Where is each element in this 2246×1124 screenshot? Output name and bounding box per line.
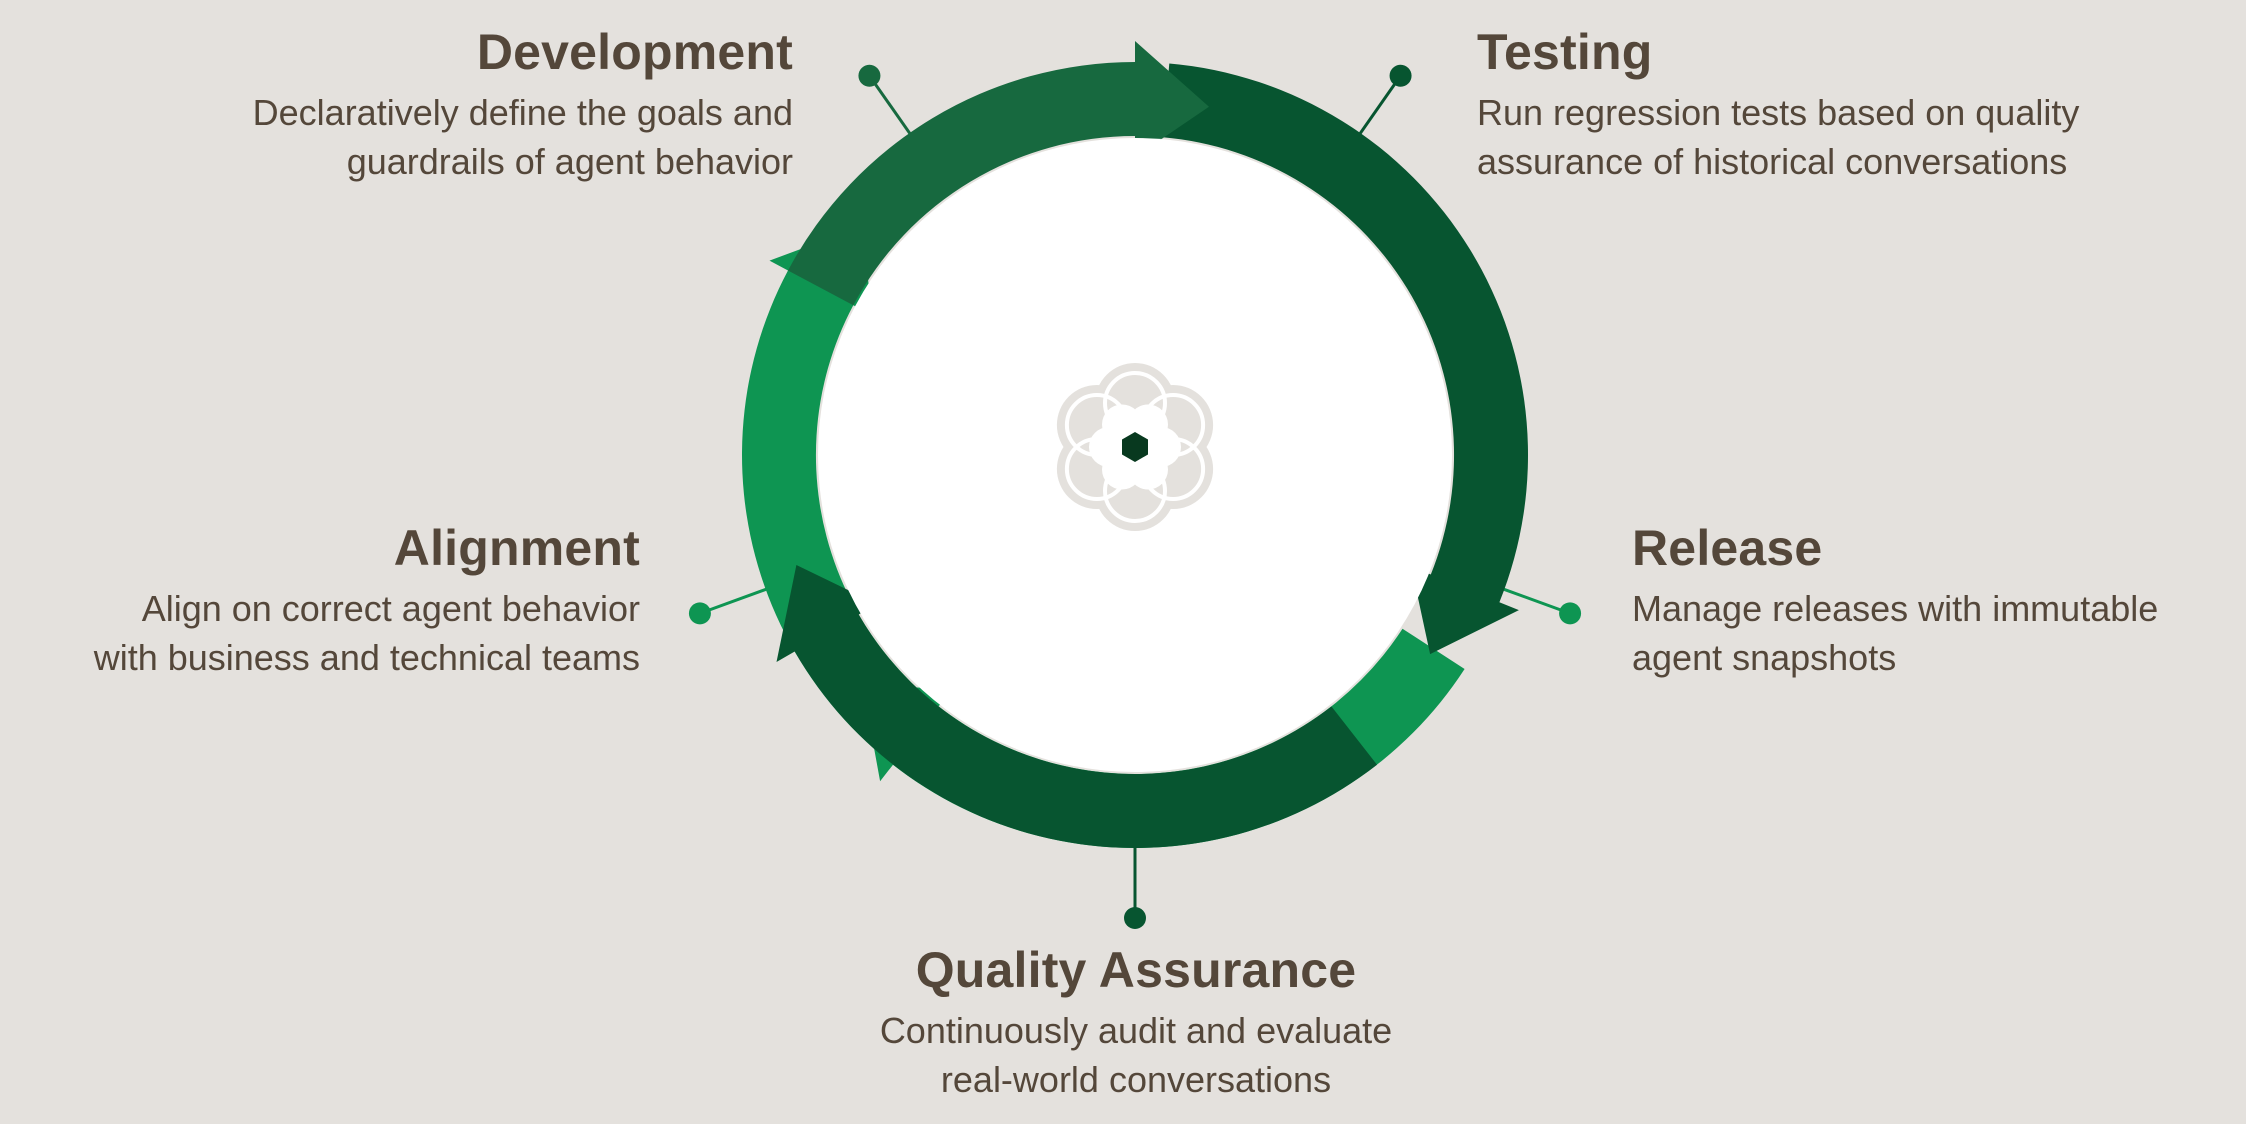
arc-testing bbox=[1162, 63, 1529, 655]
stage-title-development: Development bbox=[476, 24, 793, 80]
description-line: Declaratively define the goals and bbox=[252, 92, 793, 133]
connector-development-dot bbox=[858, 64, 881, 87]
description-line: Manage releases with immutable bbox=[1632, 588, 2159, 629]
stage-quality-assurance: Quality Assurance Continuously audit and… bbox=[736, 940, 1536, 1104]
connector-development-line bbox=[868, 74, 914, 138]
flower-logo-icon bbox=[1056, 363, 1214, 531]
stage-title-quality-assurance: Quality Assurance bbox=[915, 942, 1357, 998]
stage-description-alignment: Align on correct agent behavior with bus… bbox=[0, 584, 640, 682]
description-line: agent snapshots bbox=[1632, 637, 1897, 678]
description-line: assurance of historical conversations bbox=[1477, 141, 2068, 182]
connectors bbox=[688, 64, 1582, 929]
connector-testing-dot bbox=[1389, 64, 1412, 87]
connector-quality-assurance-dot bbox=[1124, 907, 1146, 929]
description-line: Run regression tests based on quality bbox=[1477, 92, 2080, 133]
stage-development: Development Declaratively define the goa… bbox=[113, 22, 793, 186]
description-line: Align on correct agent behavior bbox=[141, 588, 640, 629]
stage-title-testing: Testing bbox=[1477, 24, 1653, 80]
cycle-arcs bbox=[742, 41, 1529, 849]
stage-description-release: Manage releases with immutable agent sna… bbox=[1632, 584, 2246, 682]
description-line: with business and technical teams bbox=[93, 637, 640, 678]
connector-alignment-line bbox=[699, 586, 770, 615]
connector-testing-line bbox=[1356, 74, 1402, 138]
hexagon-center-icon bbox=[1122, 432, 1148, 462]
connector-release-line bbox=[1500, 586, 1571, 615]
stage-release: Release Manage releases with immutable a… bbox=[1632, 518, 2246, 682]
stage-description-development: Declaratively define the goals and guard… bbox=[113, 88, 793, 186]
stage-title-alignment: Alignment bbox=[393, 520, 640, 576]
stage-description-quality-assurance: Continuously audit and evaluate real-wor… bbox=[736, 1006, 1536, 1104]
description-line: Continuously audit and evaluate bbox=[879, 1010, 1393, 1051]
description-line: guardrails of agent behavior bbox=[346, 141, 793, 182]
arc-development bbox=[788, 41, 1209, 306]
connector-alignment-dot bbox=[688, 602, 711, 625]
stage-title-release: Release bbox=[1632, 520, 1823, 576]
description-line: real-world conversations bbox=[940, 1059, 1332, 1100]
stage-alignment: Alignment Align on correct agent behavio… bbox=[0, 518, 640, 682]
stage-testing: Testing Run regression tests based on qu… bbox=[1477, 22, 2157, 186]
stage-description-testing: Run regression tests based on quality as… bbox=[1477, 88, 2157, 186]
connector-release-dot bbox=[1559, 602, 1582, 625]
arc-quality-assurance bbox=[776, 565, 1377, 849]
